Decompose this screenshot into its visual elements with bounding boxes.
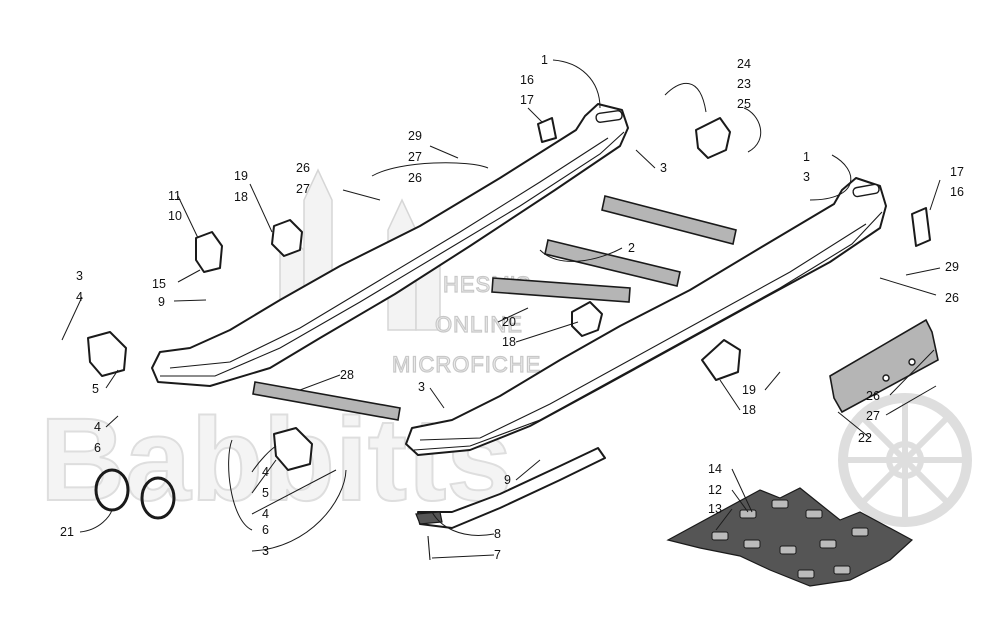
callout-4: 4 bbox=[262, 507, 269, 521]
part-5-cap-a bbox=[87, 331, 127, 377]
callout-1: 1 bbox=[803, 150, 810, 164]
callout-2: 2 bbox=[628, 241, 635, 255]
callout-19: 19 bbox=[234, 169, 248, 183]
part-17-block-a bbox=[537, 117, 557, 143]
callout-11: 11 bbox=[168, 189, 181, 203]
cross-shafts bbox=[252, 195, 737, 421]
callout-4: 4 bbox=[262, 465, 269, 479]
callout-1: 1 bbox=[541, 53, 548, 67]
part-22-plate bbox=[829, 318, 939, 414]
callout-8: 8 bbox=[494, 527, 501, 541]
callout-26: 26 bbox=[408, 171, 422, 185]
callout-14: 14 bbox=[708, 462, 722, 476]
watermark-wheel bbox=[838, 393, 972, 527]
callout-4: 4 bbox=[76, 290, 83, 304]
callout-26: 26 bbox=[945, 291, 959, 305]
callout-19: 19 bbox=[742, 383, 756, 397]
callouts: 1 16 17 24 23 25 29 3 26 27 26 27 19 18 … bbox=[60, 53, 964, 562]
part-18-plate-a bbox=[271, 219, 303, 257]
callout-13: 13 bbox=[708, 502, 722, 516]
track-section bbox=[666, 487, 914, 587]
part-8-runner bbox=[415, 447, 606, 529]
callout-29: 29 bbox=[408, 129, 422, 143]
callout-7: 7 bbox=[494, 548, 501, 562]
callout-3: 3 bbox=[660, 161, 667, 175]
callout-5: 5 bbox=[262, 486, 269, 500]
callout-6: 6 bbox=[262, 523, 269, 537]
callout-3: 3 bbox=[418, 380, 425, 394]
watermark-line2: ONLINE bbox=[435, 312, 523, 337]
part-7-bolt bbox=[427, 535, 431, 561]
callout-4: 4 bbox=[94, 420, 101, 434]
callout-9: 9 bbox=[504, 473, 511, 487]
callout-24: 24 bbox=[737, 57, 751, 71]
callout-10: 10 bbox=[168, 209, 182, 223]
callout-18: 18 bbox=[234, 190, 248, 204]
leader-lines bbox=[61, 59, 941, 559]
callout-25: 25 bbox=[737, 97, 751, 111]
callout-21: 21 bbox=[60, 525, 74, 539]
rail-right bbox=[405, 177, 887, 456]
watermark-line3: MICROFICHE bbox=[392, 352, 541, 377]
part-10-bracket bbox=[195, 231, 223, 273]
callout-23: 23 bbox=[737, 77, 751, 91]
part-23-block bbox=[695, 117, 731, 159]
callout-18: 18 bbox=[742, 403, 756, 417]
callout-26: 26 bbox=[296, 161, 310, 175]
callout-5: 5 bbox=[92, 382, 99, 396]
callout-22: 22 bbox=[858, 431, 872, 445]
callout-27: 27 bbox=[296, 182, 310, 196]
callout-9: 9 bbox=[158, 295, 165, 309]
callout-20: 20 bbox=[502, 315, 516, 329]
callout-15: 15 bbox=[152, 277, 166, 291]
callout-29: 29 bbox=[945, 260, 959, 274]
callout-3: 3 bbox=[262, 544, 269, 558]
callout-3: 3 bbox=[803, 170, 810, 184]
part-18-plate-b bbox=[571, 301, 603, 337]
part-18-plate-c bbox=[701, 339, 741, 381]
callout-17: 17 bbox=[520, 93, 534, 107]
callout-26: 26 bbox=[866, 389, 880, 403]
callout-6: 6 bbox=[94, 441, 101, 455]
callout-28: 28 bbox=[340, 368, 354, 382]
part-17-block-b bbox=[911, 207, 931, 247]
callout-17: 17 bbox=[950, 165, 964, 179]
small-parts bbox=[87, 117, 931, 561]
callout-18: 18 bbox=[502, 335, 516, 349]
callout-12: 12 bbox=[708, 483, 722, 497]
part-5-cap-b bbox=[273, 427, 313, 471]
rail-left bbox=[151, 103, 629, 387]
callout-16: 16 bbox=[520, 73, 534, 87]
callout-16: 16 bbox=[950, 185, 964, 199]
callout-3: 3 bbox=[76, 269, 83, 283]
callout-27: 27 bbox=[866, 409, 880, 423]
callout-27: 27 bbox=[408, 150, 422, 164]
